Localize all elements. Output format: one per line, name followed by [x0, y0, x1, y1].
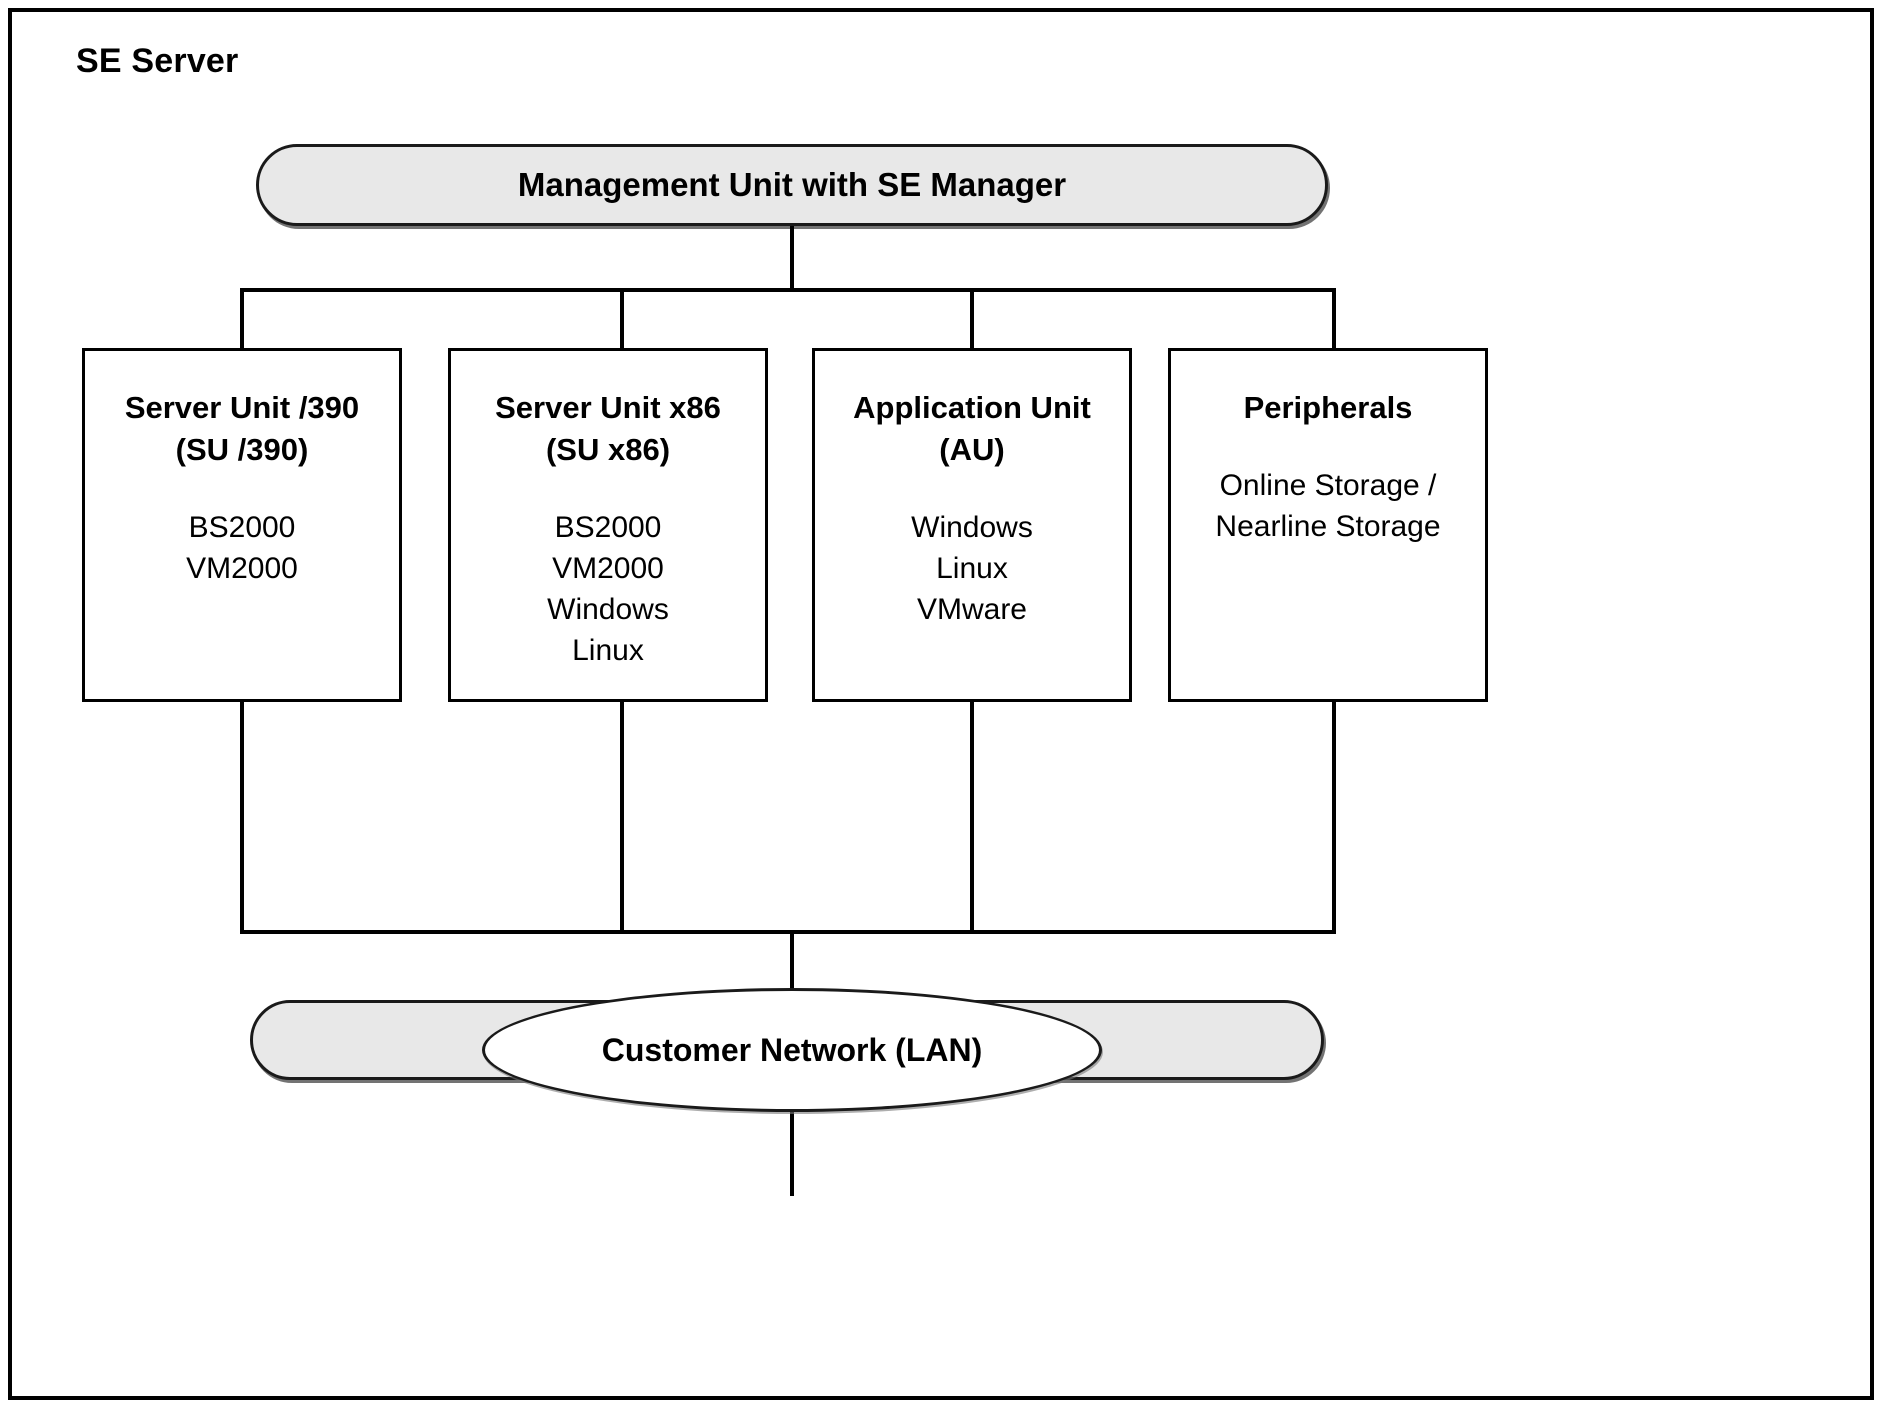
server-unit-x86-box[interactable]: Server Unit x86 (SU x86) BS2000 VM2000 W…	[448, 348, 768, 702]
management-unit-node[interactable]: Management Unit with SE Manager	[256, 144, 1328, 226]
se-server-frame	[8, 8, 1874, 1400]
peripherals-items: Online Storage / Nearline Storage	[1215, 468, 1441, 543]
server-unit-x86-title: Server Unit x86 (SU x86)	[495, 390, 721, 467]
management-unit-label: Management Unit with SE Manager	[517, 166, 1067, 203]
server-unit-390-box[interactable]: Server Unit /390 (SU /390) BS2000 VM2000	[82, 348, 402, 702]
page-title: SE Server	[76, 42, 239, 80]
application-unit-box[interactable]: Application Unit (AU) Windows Linux VMwa…	[812, 348, 1132, 702]
customer-network-label: Customer Network (LAN)	[601, 1031, 983, 1068]
application-unit-items: Windows Linux VMware	[911, 510, 1033, 626]
server-unit-390-title: Server Unit /390 (SU /390)	[124, 390, 360, 467]
customer-network-node[interactable]: Customer Network (LAN)	[482, 988, 1102, 1112]
peripherals-box[interactable]: Peripherals Online Storage / Nearline St…	[1168, 348, 1488, 702]
application-unit-title: Application Unit (AU)	[853, 390, 1091, 467]
peripherals-title: Peripherals	[1243, 390, 1413, 425]
server-unit-390-items: BS2000 VM2000	[186, 510, 298, 585]
server-unit-x86-items: BS2000 VM2000 Windows Linux	[547, 510, 669, 667]
